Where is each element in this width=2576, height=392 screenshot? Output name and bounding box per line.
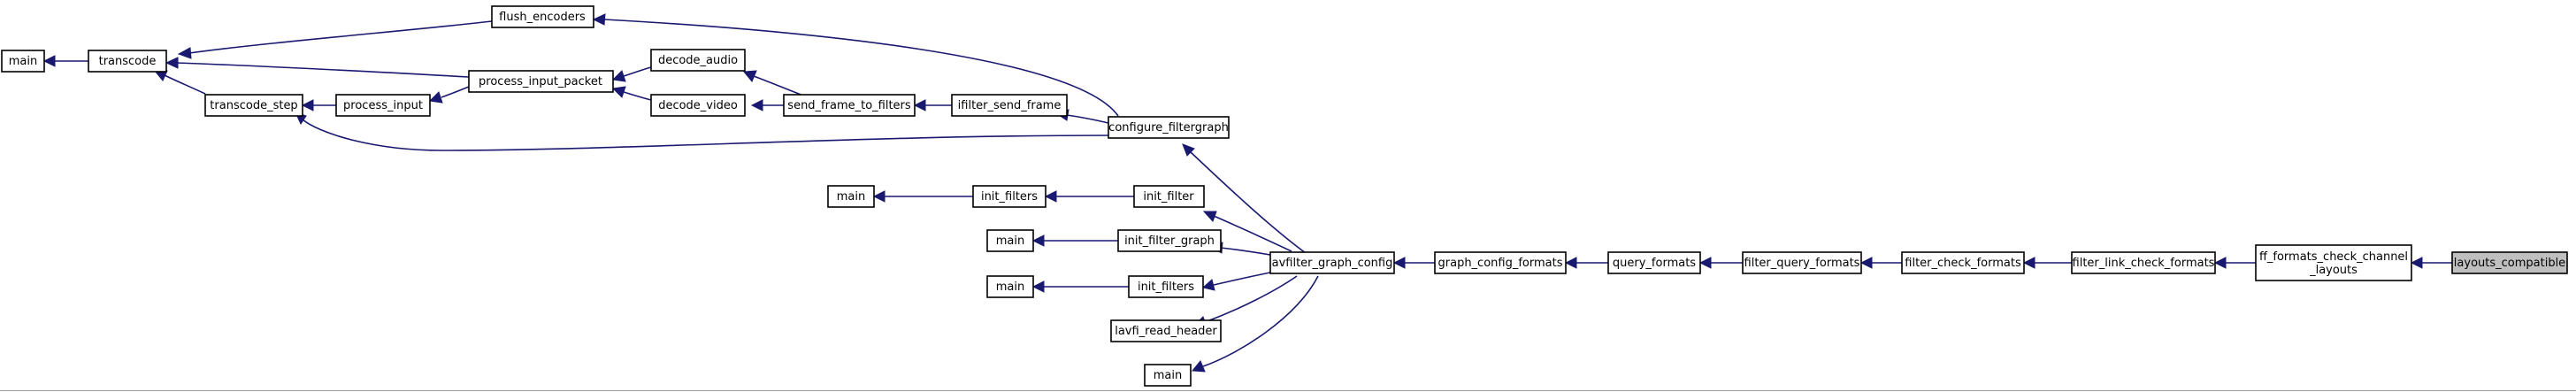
node-label: init_filters <box>1138 281 1194 294</box>
edge-init_filters_a-main <box>872 190 973 203</box>
edge-configure_filtergraph-transcode_step <box>295 111 1109 151</box>
edge-process_input_packet-transcode <box>165 57 470 78</box>
node-main-init-filters-b[interactable]: main <box>986 275 1034 298</box>
node-filter_link_check_formats[interactable]: filter_link_check_formats <box>2071 251 2216 274</box>
node-main-bottom[interactable]: main <box>1144 364 1192 387</box>
edge-query_formats-graph_config_formats <box>1564 257 1608 269</box>
edge-init_filter_graph-main <box>1031 234 1118 247</box>
bottom-divider <box>0 390 2576 391</box>
edge-filter_query_formats-query_formats <box>1698 257 1743 269</box>
edge-process_input-transcode_step <box>301 99 336 111</box>
node-filter_check_formats[interactable]: filter_check_formats <box>1901 251 2025 274</box>
node-transcode[interactable]: transcode <box>88 50 167 73</box>
edge-send_frame_to_filters-decode_audio <box>743 70 804 96</box>
node-process_input[interactable]: process_input <box>335 94 431 117</box>
edge-init_filter-init_filters_a <box>1044 190 1134 203</box>
edge-process_input_packet-process_input <box>428 86 470 104</box>
node-send_frame_to_filters[interactable]: send_frame_to_filters <box>783 94 916 117</box>
node-main-init-filters[interactable]: main <box>827 185 875 208</box>
node-transcode_step[interactable]: transcode_step <box>204 94 303 117</box>
node-init_filter_graph[interactable]: init_filter_graph <box>1117 229 1222 252</box>
node-label: transcode_step <box>210 99 297 112</box>
node-init_filters-b[interactable]: init_filters <box>1128 275 1204 298</box>
edge-graph_config_formats-avfilter_graph_config <box>1392 257 1435 269</box>
node-graph_config_formats[interactable]: graph_config_formats <box>1434 251 1567 274</box>
edge-transcode_step-transcode <box>153 70 206 95</box>
edge-configure_filtergraph-flush_encoders <box>592 13 1119 117</box>
node-layouts_compatible[interactable]: layouts_compatible <box>2451 251 2568 274</box>
node-ifilter_send_frame[interactable]: ifilter_send_frame <box>951 94 1068 117</box>
node-label: filter_link_check_formats <box>2073 257 2215 270</box>
node-label: filter_check_formats <box>1905 257 2021 270</box>
edge-decode_audio-process_input_packet <box>611 66 652 82</box>
edge-filter_check_formats-filter_query_formats <box>1859 257 1902 269</box>
node-flush_encoders[interactable]: flush_encoders <box>491 5 594 28</box>
node-init_filter[interactable]: init_filter <box>1133 185 1205 208</box>
edge-avfilter_graph_config-configure_filtergraph <box>1182 143 1307 254</box>
node-label-line2: _layouts <box>2309 264 2358 277</box>
node-init_filters-a[interactable]: init_filters <box>972 185 1046 208</box>
node-process_input_packet[interactable]: process_input_packet <box>468 70 614 93</box>
node-label: graph_config_formats <box>1438 257 1563 270</box>
edge-transcode-main <box>42 55 88 67</box>
edge-filter_link_check_formats-filter_check_formats <box>2022 257 2072 269</box>
node-label: query_formats <box>1613 257 1696 270</box>
node-main-left[interactable]: main <box>1 50 45 73</box>
node-decode_video[interactable]: decode_video <box>650 94 746 117</box>
node-label: transcode <box>99 55 157 68</box>
node-label: flush_encoders <box>499 11 586 24</box>
node-decode_audio[interactable]: decode_audio <box>650 49 746 72</box>
node-ff_formats_check_channel_layouts[interactable]: ff_formats_check_channel _layouts <box>2255 244 2412 281</box>
node-label: lavfi_read_header <box>1115 325 1217 338</box>
node-label: init_filter <box>1143 190 1194 204</box>
node-label: init_filters <box>981 190 1038 204</box>
node-filter_query_formats[interactable]: filter_query_formats <box>1742 251 1862 274</box>
node-label: main <box>996 281 1024 294</box>
node-label: decode_audio <box>658 54 738 67</box>
node-label: init_filter_graph <box>1124 234 1215 248</box>
node-label: avfilter_graph_config <box>1272 257 1393 270</box>
node-label: process_input_packet <box>479 75 602 88</box>
node-label: process_input <box>343 99 423 112</box>
edge-layouts_compatible-ff_formats_check_channel_layouts <box>2410 257 2452 269</box>
edge-decode_video-process_input_packet <box>611 86 652 101</box>
node-label: configure_filtergraph <box>1108 121 1229 135</box>
edge-avfilter_graph_config-main_bottom <box>1192 275 1319 373</box>
node-label: main <box>837 190 865 204</box>
edge-avfilter_graph_config-init_filter <box>1202 211 1292 252</box>
edge-flush_encoders-transcode <box>177 20 493 59</box>
edge-avfilter_graph_config-init_filters_b <box>1201 272 1271 291</box>
node-label: main <box>996 234 1024 248</box>
node-label: layouts_compatible <box>2454 257 2565 270</box>
edge-init_filters_b-main <box>1031 281 1129 293</box>
edge-ifilter_send_frame-send_frame_to_filters <box>913 99 952 111</box>
node-label: main <box>9 55 37 68</box>
node-query_formats[interactable]: query_formats <box>1607 251 1701 274</box>
edge-send_frame_to_filters-decode_video <box>750 99 784 111</box>
node-avfilter_graph_config[interactable]: avfilter_graph_config <box>1269 251 1395 274</box>
node-label: main <box>1154 369 1182 382</box>
node-lavfi_read_header[interactable]: lavfi_read_header <box>1110 319 1222 342</box>
node-configure_filtergraph[interactable]: configure_filtergraph <box>1108 116 1230 139</box>
node-main-init-filter-graph[interactable]: main <box>986 229 1034 252</box>
node-label: send_frame_to_filters <box>787 99 911 112</box>
edge-ff_formats_check_channel_layouts-filter_link_check_formats <box>2213 257 2256 269</box>
node-label: ifilter_send_frame <box>958 99 1062 112</box>
node-label: decode_video <box>658 99 738 112</box>
node-label: filter_query_formats <box>1744 257 1860 270</box>
node-label-line1: ff_formats_check_channel <box>2259 250 2408 264</box>
